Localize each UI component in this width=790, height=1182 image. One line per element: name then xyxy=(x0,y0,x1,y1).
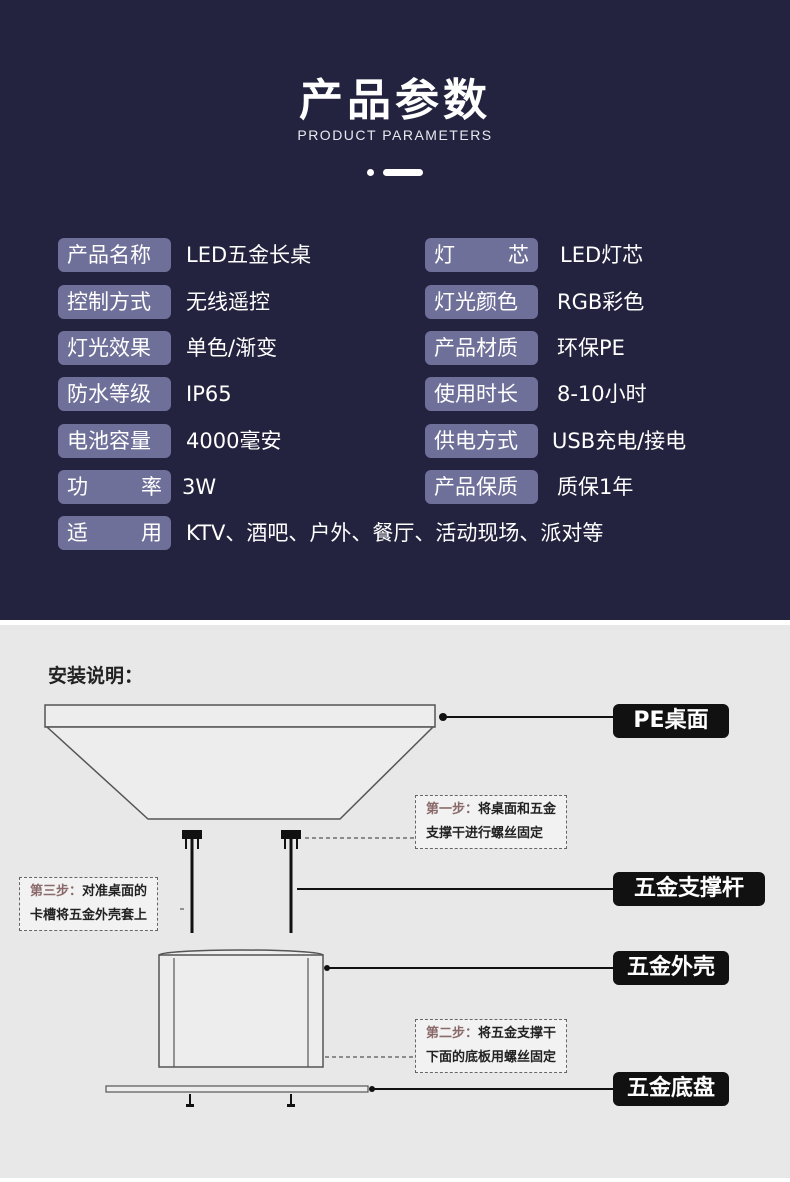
note-step-label: 第二步： xyxy=(426,1026,479,1041)
param-value: 质保1年 xyxy=(557,475,634,499)
page-subtitle: PRODUCT PARAMETERS xyxy=(297,127,493,143)
note-text: 卡槽将五金外壳套上 xyxy=(30,908,148,923)
param-label: 灯光效果 xyxy=(58,331,171,365)
decor-dot xyxy=(367,169,374,176)
param-value: IP65 xyxy=(186,382,232,406)
table-top-shape xyxy=(44,704,436,728)
install-diagram xyxy=(44,704,614,1107)
param-value: USB充电/接电 xyxy=(552,429,687,453)
decor-dash xyxy=(383,169,423,176)
param-label-text: 适 xyxy=(67,521,88,545)
param-label-text: 功 xyxy=(67,475,88,499)
base-plate-shape xyxy=(105,1085,369,1093)
param-label-text: 灯光效果 xyxy=(67,336,151,360)
page-title: 产品参数 xyxy=(299,75,491,126)
shell-shape xyxy=(158,954,324,1068)
param-label-text: 率 xyxy=(141,475,162,499)
param-value: LED灯芯 xyxy=(560,243,644,267)
param-label-text: 用 xyxy=(141,521,162,545)
param-value: LED五金长桌 xyxy=(186,243,312,267)
param-value: 3W xyxy=(182,475,217,499)
param-value: 环保PE xyxy=(557,336,625,360)
param-label: 产品材质 xyxy=(425,331,538,365)
note-step1: 第一步：将桌面和五金 支撑干进行螺丝固定 xyxy=(415,795,568,849)
param-value: 8-10小时 xyxy=(557,382,647,406)
rod-cap xyxy=(281,830,301,839)
param-label: 电池容量 xyxy=(58,424,171,458)
param-label-text: 控制方式 xyxy=(67,290,151,314)
tag-pe-top: PE桌面 xyxy=(613,704,729,738)
param-label-text: 供电方式 xyxy=(434,429,518,453)
param-label: 产品保质 xyxy=(425,470,538,504)
param-label-text: 灯光颜色 xyxy=(434,290,518,314)
note-step3: 第三步：对准桌面的 卡槽将五金外壳套上 xyxy=(19,877,159,931)
note-text: 对准桌面的 xyxy=(82,884,148,899)
rod-cap xyxy=(182,830,202,839)
param-label-text: 使用时长 xyxy=(434,382,518,406)
note-text: 下面的底板用螺丝固定 xyxy=(426,1050,557,1065)
param-label-text: 电池容量 xyxy=(67,429,151,453)
param-label: 功率 xyxy=(58,470,171,504)
install-heading: 安装说明： xyxy=(48,665,144,687)
tag-base: 五金底盘 xyxy=(613,1072,729,1106)
param-label-text: 产品保质 xyxy=(434,475,518,499)
note-step2: 第二步：将五金支撑干 下面的底板用螺丝固定 xyxy=(415,1019,568,1073)
note-text: 将五金支撑干 xyxy=(478,1026,557,1041)
param-label-text: 产品名称 xyxy=(67,243,151,267)
param-label: 灯芯 xyxy=(425,238,538,272)
note-step-label: 第三步： xyxy=(30,884,83,899)
param-label-text: 产品材质 xyxy=(434,336,518,360)
note-text: 支撑干进行螺丝固定 xyxy=(426,826,544,841)
param-label-text: 防水等级 xyxy=(67,382,151,406)
param-label: 适用 xyxy=(58,516,171,550)
param-value: KTV、酒吧、户外、餐厅、活动现场、派对等 xyxy=(186,521,604,545)
table-body-shape xyxy=(45,726,435,820)
parameters-panel: 产品参数 PRODUCT PARAMETERS 产品名称 LED五金长桌 控制方… xyxy=(0,0,790,620)
param-label-text: 灯 xyxy=(434,243,455,267)
install-section: 安装说明： xyxy=(0,625,790,1178)
param-label: 供电方式 xyxy=(425,424,538,458)
note-text: 将桌面和五金 xyxy=(478,802,557,817)
param-label: 控制方式 xyxy=(58,285,171,319)
param-label: 防水等级 xyxy=(58,377,171,411)
param-value: 4000毫安 xyxy=(186,429,282,453)
param-label-text: 芯 xyxy=(508,243,529,267)
param-label: 使用时长 xyxy=(425,377,538,411)
tag-support-rod: 五金支撑杆 xyxy=(613,872,765,906)
param-value: 单色/渐变 xyxy=(186,336,278,360)
param-value: RGB彩色 xyxy=(557,290,645,314)
tag-shell: 五金外壳 xyxy=(613,951,729,985)
note-step-label: 第一步： xyxy=(426,802,479,817)
param-label: 灯光颜色 xyxy=(425,285,538,319)
param-value: 无线遥控 xyxy=(186,290,270,314)
param-label: 产品名称 xyxy=(58,238,171,272)
